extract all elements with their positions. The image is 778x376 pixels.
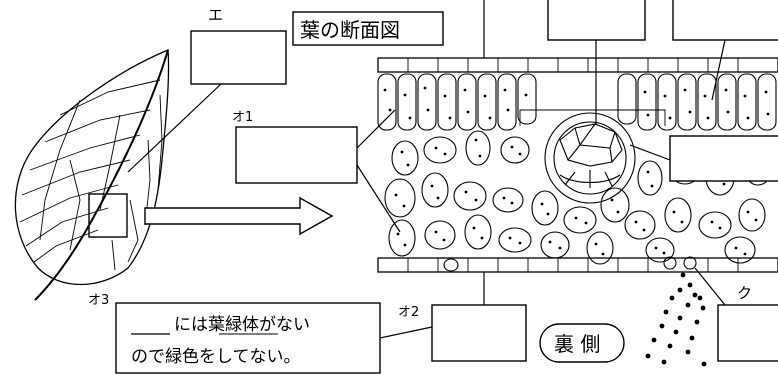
leaf-veins xyxy=(19,79,163,271)
transpiration-dots xyxy=(645,272,707,367)
answer-box-e[interactable] xyxy=(190,30,287,85)
palisade-layer xyxy=(377,73,777,131)
label-o2: オ2 xyxy=(398,305,419,320)
magnify-arrow xyxy=(144,196,334,236)
upper-epidermis xyxy=(377,57,778,73)
pointer-lines xyxy=(356,0,726,306)
page-title: 葉の断面図 xyxy=(300,18,400,42)
note-line-1: には葉緑体がない xyxy=(174,315,310,335)
label-ku: ク xyxy=(737,284,752,302)
guard-cell-right-b xyxy=(683,256,697,270)
leaf-midrib xyxy=(34,49,169,301)
vascular-bundle xyxy=(544,112,636,204)
answer-box-o2[interactable] xyxy=(431,304,527,362)
label-e: エ xyxy=(208,6,223,24)
guard-cell-right-a xyxy=(663,256,677,270)
lower-epidermis xyxy=(377,257,778,273)
answer-box-o1[interactable] xyxy=(235,126,358,184)
answer-box-top-right[interactable] xyxy=(672,0,778,41)
note-box xyxy=(115,302,381,374)
guard-cell-left xyxy=(443,258,459,272)
leaf-outline xyxy=(14,49,170,286)
answer-box-vascular[interactable] xyxy=(669,135,778,182)
answer-box-ku[interactable] xyxy=(717,304,778,362)
underside-label: 裏 側 xyxy=(554,332,600,356)
label-o1: オ1 xyxy=(232,110,253,125)
note-line-2: ので緑色をしてない。 xyxy=(131,347,301,367)
magnify-square xyxy=(88,193,128,238)
label-o3: オ3 xyxy=(88,293,109,308)
note-pointer xyxy=(379,326,433,339)
pointer-e xyxy=(127,83,222,173)
answer-box-top-left[interactable] xyxy=(547,0,646,41)
title-box xyxy=(292,11,444,46)
underside-badge xyxy=(539,323,625,363)
leaf-drawing xyxy=(14,49,170,301)
